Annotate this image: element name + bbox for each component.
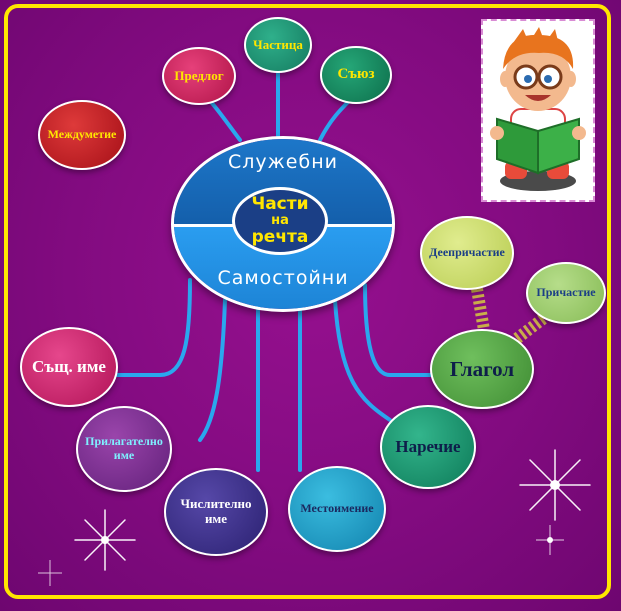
node-prilagatelno-label-line1: Прилагателно [85, 434, 163, 449]
hub-center-line1: Части [251, 194, 309, 215]
node-glagol: Глагол [430, 329, 534, 409]
node-deeprichastie: Деепричастие [420, 216, 514, 290]
node-chislitelno-label-line1: Числително [180, 496, 252, 512]
node-prichastie-label: Причастие [536, 285, 596, 300]
node-sayuz-label: Съюз [337, 66, 375, 83]
node-sayuz: Съюз [320, 46, 392, 104]
node-sasht-ime: Същ. име [20, 327, 118, 407]
connector-prilagatelno [198, 298, 227, 442]
node-chastica-label: Частица [253, 36, 303, 52]
node-sasht-ime-label: Същ. име [32, 357, 106, 377]
sparkle-icon [38, 509, 136, 586]
boy-reading-book-icon [481, 19, 595, 202]
hub-bottom-label: Самостойни [217, 267, 349, 289]
node-prichastie: Причастие [526, 262, 606, 324]
hub-center: Части на речта [232, 187, 328, 255]
node-mestoimenie: Местоимение [288, 466, 386, 552]
connector-narechie [333, 298, 392, 422]
node-narechie-label: Наречие [395, 437, 461, 457]
node-chislitelno: Числително име [164, 468, 268, 556]
hub-oval: Служебни Самостойни Части на речта [171, 136, 395, 312]
connector-prichastie [511, 310, 552, 345]
node-mezhdumetie: Междуметие [38, 100, 126, 170]
node-chislitelno-label-line2: име [204, 511, 228, 526]
node-chastica: Частица [244, 17, 312, 73]
node-deeprichastie-label: Деепричастие [429, 245, 505, 260]
connector-deeprichastie [470, 281, 490, 332]
hub-top-label: Служебни [228, 151, 338, 173]
hub-center-line2: на [271, 212, 289, 228]
node-prilagatelno-label-line2: име [113, 448, 135, 462]
node-predlog: Предлог [162, 47, 236, 105]
node-prilagatelno: Прилагателно име [76, 406, 172, 492]
sparkle-icon [519, 449, 591, 555]
node-narechie: Наречие [380, 405, 476, 489]
node-glagol-label: Глагол [449, 356, 515, 381]
node-mezhdumetie-label: Междуметие [47, 127, 117, 142]
hub-center-line3: речта [251, 227, 309, 248]
node-mestoimenie-label: Местоимение [300, 501, 374, 516]
node-predlog-label: Предлог [174, 67, 224, 83]
